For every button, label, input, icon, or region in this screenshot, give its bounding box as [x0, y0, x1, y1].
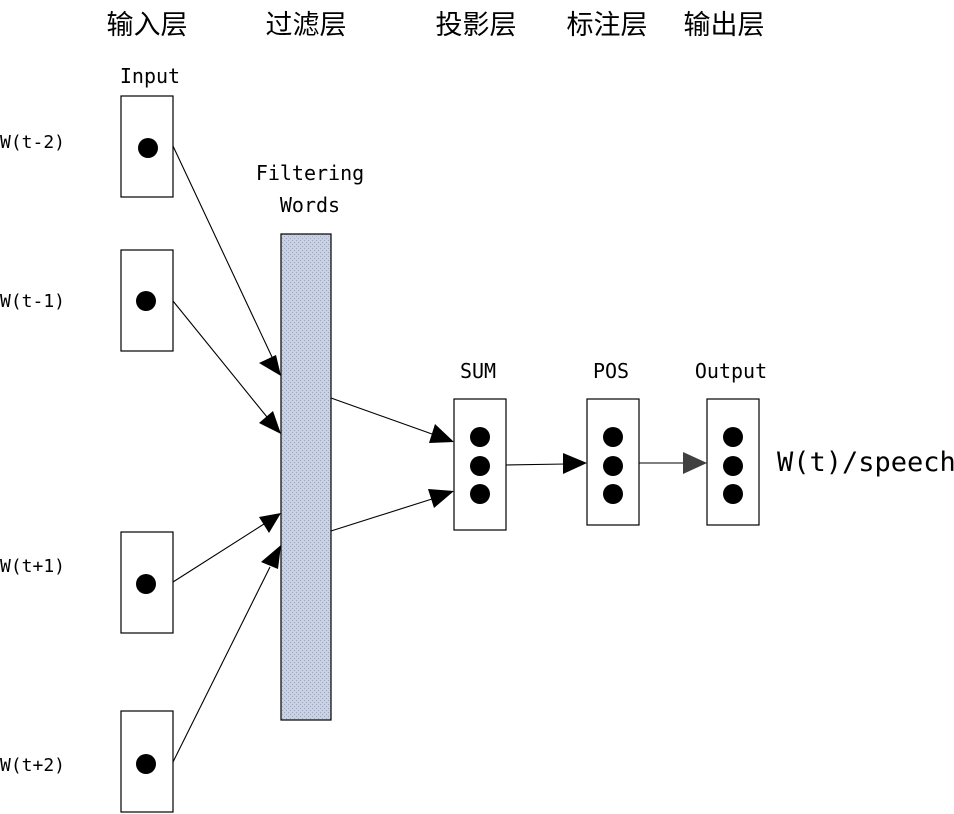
arrowhead	[261, 545, 281, 569]
input-header: Input	[120, 64, 180, 88]
input-label-t+2: W(t+2)	[0, 755, 65, 776]
pos-node	[586, 398, 640, 526]
arrowhead	[259, 513, 281, 533]
input-label-t+1: W(t+1)	[0, 556, 65, 577]
filtering-words-bar	[280, 233, 332, 721]
input-node-t-1	[120, 249, 174, 352]
sum-label: SUM	[460, 359, 496, 383]
input-node-t+1	[120, 531, 174, 634]
arrowhead	[683, 452, 707, 474]
input-label-t-1: W(t-1)	[0, 291, 65, 312]
input-label-t-2: W(t-2)	[0, 132, 65, 153]
layer-header-tagging: 标注层	[567, 10, 648, 41]
edges-filter-to-sum	[330, 397, 454, 532]
arrowhead	[259, 411, 281, 434]
arrowhead	[428, 489, 454, 508]
result-label: W(t)/speech	[777, 447, 954, 478]
edges-input-to-filter	[172, 145, 281, 763]
arrowhead	[429, 424, 454, 443]
layer-header-output: 输出层	[684, 10, 765, 41]
layer-header-projection: 投影层	[436, 10, 517, 41]
layer-header-input: 输入层	[107, 10, 188, 41]
pos-label: POS	[593, 359, 629, 383]
filter-header-line1: Filtering	[256, 161, 364, 185]
edge-sum-to-pos	[505, 463, 567, 466]
output-label: Output	[695, 359, 767, 383]
input-node-t+2	[120, 710, 174, 813]
arrowhead	[259, 355, 281, 376]
input-node-t-2	[120, 95, 174, 198]
layer-header-filter: 过滤层	[266, 10, 347, 41]
filter-header-line2: Words	[280, 193, 340, 217]
output-node	[706, 398, 760, 526]
arrowhead	[563, 453, 587, 474]
sum-node	[453, 398, 507, 531]
